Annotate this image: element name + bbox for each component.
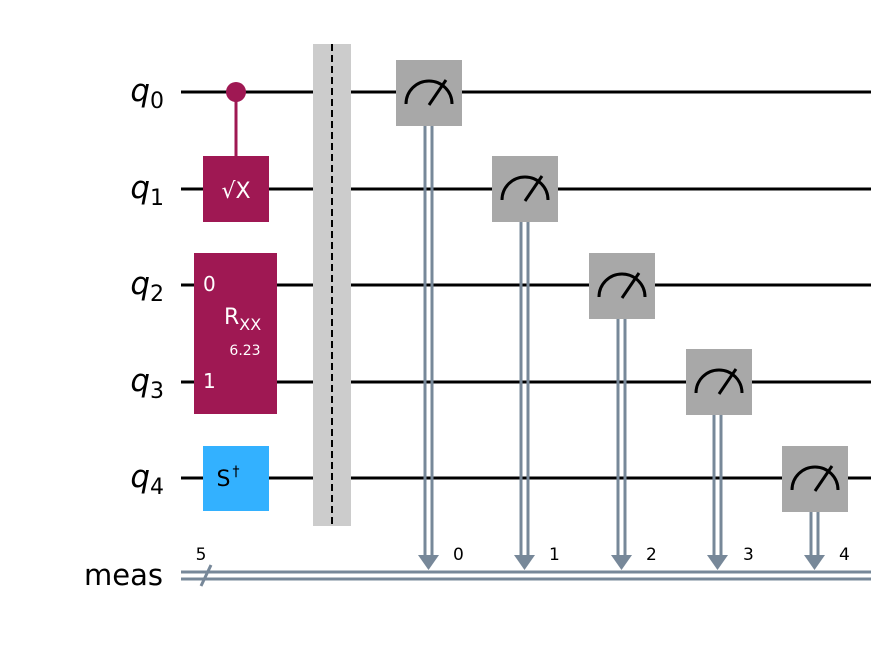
measure-bit-label: 4 — [839, 545, 850, 565]
sdg-gate-label: S† — [217, 464, 240, 492]
measure-box — [686, 349, 752, 415]
control-dot — [226, 82, 246, 102]
qubit-label-q1: q1 — [130, 170, 164, 211]
qubit-label-q2: q2 — [130, 266, 164, 307]
rxx-parameter: 6.23 — [229, 343, 260, 359]
measure-q2: 2 — [589, 253, 657, 570]
qubit-wires — [181, 90, 871, 480]
measure-bit-label: 1 — [549, 545, 560, 565]
barrier — [313, 44, 351, 526]
measure-q4: 4 — [782, 446, 850, 570]
measure-box — [396, 60, 462, 126]
measure-box — [782, 446, 848, 512]
rxx-port-0: 0 — [203, 272, 216, 296]
measure-arrow — [707, 555, 728, 570]
qubit-label-q0: q0 — [130, 73, 164, 114]
sdg-gate: S† — [203, 446, 269, 511]
meter-arc-icon — [597, 272, 647, 298]
rxx-gate-label: RXX — [224, 305, 261, 334]
measure-q3: 3 — [686, 349, 754, 570]
measure-bit-label: 2 — [646, 545, 657, 565]
qubit-labels: q0 q1 q2 q3 q4 meas — [84, 73, 164, 592]
bus-slash — [199, 564, 213, 587]
rxx-port-1: 1 — [203, 369, 216, 393]
measure-arrow — [804, 555, 825, 570]
meter-needle-icon — [717, 368, 738, 395]
measure-arrow — [418, 555, 439, 570]
meter-arc-icon — [694, 368, 744, 394]
measure-arrow — [514, 555, 535, 570]
classical-register-label: meas — [84, 558, 163, 592]
measure-q1: 1 — [492, 156, 560, 570]
rxx-gate-box — [194, 253, 277, 414]
sdg-gate-box — [203, 446, 269, 511]
qubit-label-q3: q3 — [130, 363, 164, 404]
meter-needle-icon — [427, 79, 448, 106]
meter-needle-icon — [813, 465, 834, 492]
meter-needle-icon — [523, 175, 544, 202]
qubit-label-q4: q4 — [130, 459, 164, 500]
classical-wire: 5 — [181, 545, 871, 587]
measure-box — [492, 156, 558, 222]
rxx-gate: 0 1 RXX 6.23 — [194, 253, 277, 414]
controlled-sx-gate: √X — [203, 82, 269, 222]
meter-arc-icon — [404, 79, 454, 105]
classical-register-width: 5 — [196, 545, 207, 565]
sx-gate-box — [203, 156, 269, 222]
meter-needle-icon — [620, 272, 641, 299]
measure-bit-label: 3 — [743, 545, 754, 565]
meter-arc-icon — [790, 465, 840, 491]
measure-box — [589, 253, 655, 319]
measure-arrow — [611, 555, 632, 570]
sx-gate-label: √X — [221, 179, 250, 204]
meter-arc-icon — [500, 175, 550, 201]
measure-bit-label: 0 — [453, 545, 464, 565]
measure-q0: 0 — [396, 60, 464, 570]
